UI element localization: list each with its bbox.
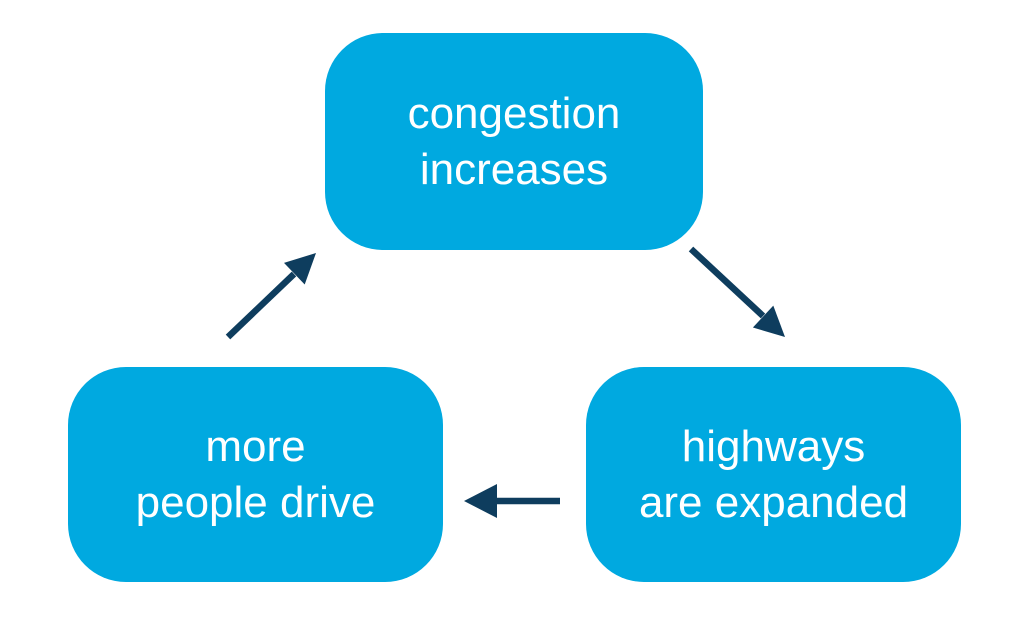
node-label-line: congestion bbox=[407, 88, 621, 138]
arrow-congestion-to-highways-icon bbox=[688, 246, 785, 337]
node-label-line: people drive bbox=[135, 477, 376, 527]
node-congestion-increases: congestion increases bbox=[325, 33, 703, 250]
node-label-line: are expanded bbox=[638, 477, 909, 527]
node-label-line: more bbox=[205, 421, 306, 471]
node-label-line: highways bbox=[681, 421, 866, 471]
node-more-people-drive: more people drive bbox=[68, 367, 443, 582]
node-highways-are-expanded: highways are expanded bbox=[586, 367, 961, 582]
arrow-highways-to-people-icon bbox=[464, 484, 560, 518]
arrow-people-to-congestion-icon bbox=[225, 253, 316, 340]
node-label-line: increases bbox=[419, 144, 609, 194]
